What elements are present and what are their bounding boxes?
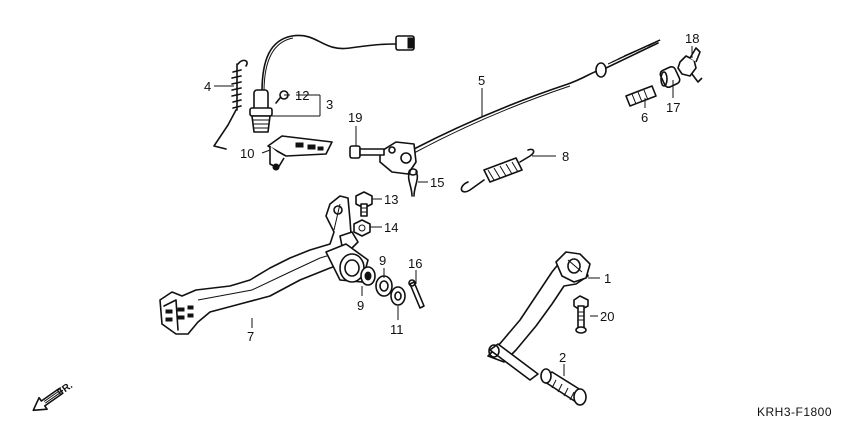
callout-9b: 9 — [357, 298, 364, 313]
cotter-pin-15 — [407, 168, 419, 197]
adjusting-nut — [677, 47, 703, 83]
callout-16: 16 — [408, 256, 422, 271]
dust-seal-upper — [360, 266, 376, 286]
callout-18: 18 — [685, 31, 699, 46]
lock-nut — [353, 219, 371, 237]
callout-7: 7 — [247, 329, 254, 344]
callout-labels: 1 2 3 4 5 6 7 8 9 9 10 11 12 13 14 15 16… — [204, 31, 699, 365]
callout-10: 10 — [240, 146, 254, 161]
callout-1: 1 — [604, 271, 611, 286]
front-direction-indicator: FR. — [32, 380, 75, 412]
washer — [390, 286, 406, 306]
joint-collar — [659, 65, 681, 89]
brake-rod — [411, 39, 661, 154]
callout-17: 17 — [666, 100, 680, 115]
adjuster-spring — [625, 85, 657, 107]
return-spring — [460, 148, 535, 193]
callout-12: 12 — [295, 88, 309, 103]
callout-8: 8 — [562, 149, 569, 164]
cotter-pin-16 — [408, 279, 425, 309]
switch-bracket — [267, 135, 333, 171]
brake-rod-joint — [379, 141, 417, 175]
diagram-code: KRH3-F1800 — [757, 405, 832, 419]
switch-clip — [275, 90, 289, 104]
brake-light-switch — [249, 34, 415, 133]
pivot-bolt — [349, 145, 385, 159]
dust-seal-lower — [375, 275, 393, 297]
gearshift-pedal — [487, 251, 591, 381]
pedal-rubber — [540, 368, 587, 406]
callout-20: 20 — [600, 309, 614, 324]
callout-6: 6 — [641, 110, 648, 125]
leader-lines — [214, 46, 693, 376]
callout-14: 14 — [384, 220, 398, 235]
callout-13: 13 — [384, 192, 398, 207]
pedal-stop-bolt — [355, 191, 373, 217]
pinch-bolt — [573, 295, 589, 334]
callout-15: 15 — [430, 175, 444, 190]
callout-5: 5 — [478, 73, 485, 88]
brake-pedal — [159, 195, 369, 335]
callout-19: 19 — [348, 110, 362, 125]
callout-3: 3 — [326, 97, 333, 112]
switch-spring — [213, 59, 248, 150]
callout-9a: 9 — [379, 253, 386, 268]
callout-4: 4 — [204, 79, 211, 94]
callout-11: 11 — [390, 322, 404, 337]
callout-2: 2 — [559, 350, 566, 365]
